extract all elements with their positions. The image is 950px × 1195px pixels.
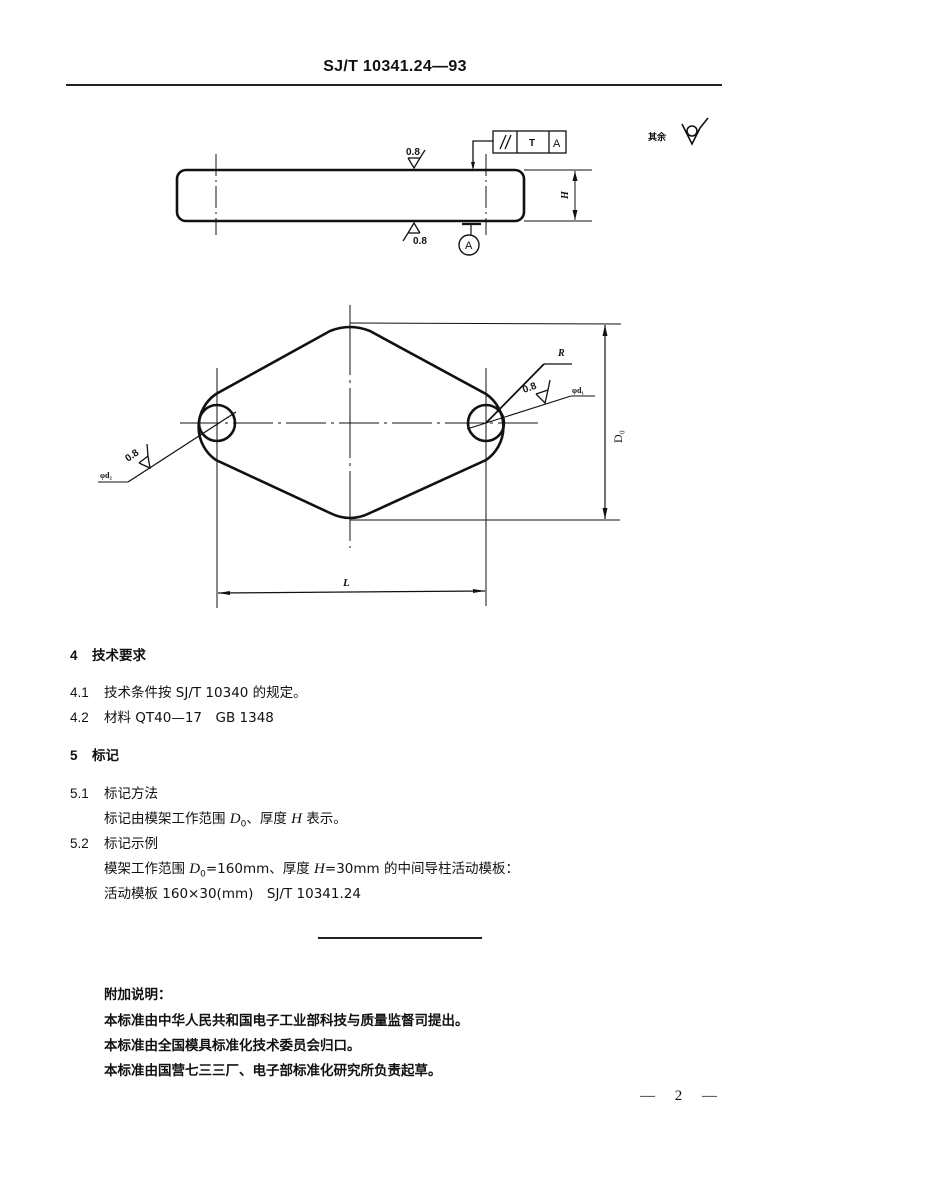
item-5-1-body: 标记由模架工作范围 D0、厚度 H 表示。 (104, 811, 347, 830)
hole-left-label: φd₂ (100, 471, 112, 480)
height-dim-label: H (560, 190, 571, 200)
length-dim-label: L (342, 577, 350, 589)
header-rule (66, 84, 722, 86)
tolerance-value: T (529, 138, 535, 149)
appendix-title: 附加说明： (104, 987, 172, 1003)
item-5-2-line1: 模架工作范围 D0=160mm、厚度 H=30mm 的中间导柱活动模板： (104, 861, 519, 880)
technical-drawing: 0.8 0.8 T A A H 其余 (98, 117, 709, 608)
roughness-bottom-label: 0.8 (413, 236, 427, 247)
roughness-top-label: 0.8 (406, 147, 420, 158)
page-number: — 2 — (640, 1088, 725, 1104)
hole-right-label: φd₁ (572, 386, 584, 395)
standard-code-header: SJ/T 10341.24—93 (323, 58, 467, 75)
width-dim-label: D₀ (611, 430, 625, 443)
appendix-line-3: 本标准由国营七三三厂、电子部标准化研究所负责起草。 (104, 1063, 442, 1079)
remaining-roughness-icon (681, 117, 709, 146)
tolerance-datum: A (553, 138, 561, 150)
appendix-line-2: 本标准由全国模具标准化技术委员会归口。 (104, 1038, 361, 1054)
roughness-left-label: 0.8 (123, 447, 141, 464)
datum-a-label: A (465, 240, 473, 252)
roughness-right-label: 0.8 (521, 381, 538, 396)
item-5-2-line2: 活动模板 160×30(mm) SJ/T 10341.24 (104, 886, 361, 902)
plan-view (98, 305, 622, 608)
section-separator (318, 937, 482, 939)
remaining-roughness-label: 其余 (648, 131, 667, 143)
radius-label: R (557, 348, 565, 359)
side-view (175, 130, 592, 256)
appendix-line-1: 本标准由中华人民共和国电子工业部科技与质量监督司提出。 (104, 1013, 469, 1029)
